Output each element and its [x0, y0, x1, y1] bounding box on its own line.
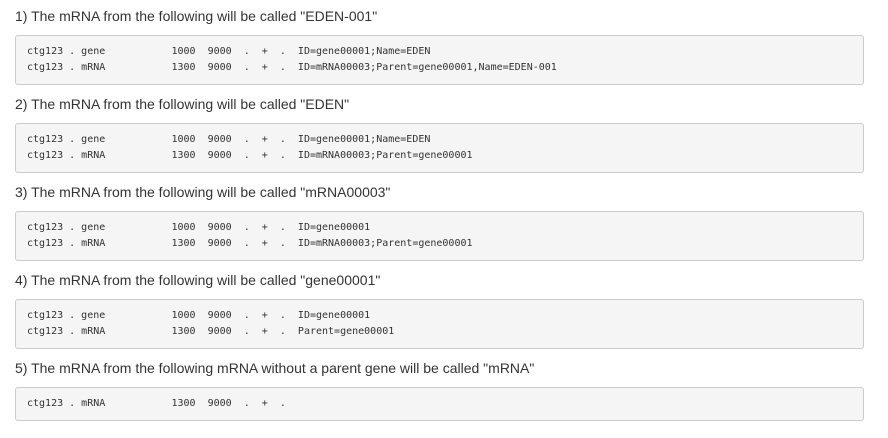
code-block-1: ctg123 . gene 1000 9000 . + . ID=gene000…	[15, 35, 864, 85]
code-block-5: ctg123 . mRNA 1300 9000 . + .	[15, 387, 864, 421]
section-heading-4: 4) The mRNA from the following will be c…	[15, 272, 381, 288]
code-block-4: ctg123 . gene 1000 9000 . + . ID=gene000…	[15, 299, 864, 349]
code-line: ctg123 . mRNA 1300 9000 . + .	[27, 398, 286, 409]
document: 1) The mRNA from the following will be c…	[15, 8, 864, 421]
code-line: ctg123 . gene 1000 9000 . + . ID=gene000…	[27, 222, 371, 233]
section-heading-2: 2) The mRNA from the following will be c…	[15, 96, 350, 112]
code-line: ctg123 . gene 1000 9000 . + . ID=gene000…	[27, 134, 431, 145]
section-heading-5: 5) The mRNA from the following mRNA with…	[15, 360, 535, 376]
code-line: ctg123 . mRNA 1300 9000 . + . ID=mRNA000…	[27, 62, 557, 73]
code-block-3: ctg123 . gene 1000 9000 . + . ID=gene000…	[15, 211, 864, 261]
code-line: ctg123 . mRNA 1300 9000 . + . ID=mRNA000…	[27, 150, 473, 161]
section-heading-3: 3) The mRNA from the following will be c…	[15, 184, 391, 200]
code-line: ctg123 . mRNA 1300 9000 . + . Parent=gen…	[27, 326, 395, 337]
code-line: ctg123 . gene 1000 9000 . + . ID=gene000…	[27, 46, 431, 57]
code-block-2: ctg123 . gene 1000 9000 . + . ID=gene000…	[15, 123, 864, 173]
section-heading-1: 1) The mRNA from the following will be c…	[15, 8, 378, 24]
code-line: ctg123 . gene 1000 9000 . + . ID=gene000…	[27, 310, 371, 321]
code-line: ctg123 . mRNA 1300 9000 . + . ID=mRNA000…	[27, 238, 473, 249]
